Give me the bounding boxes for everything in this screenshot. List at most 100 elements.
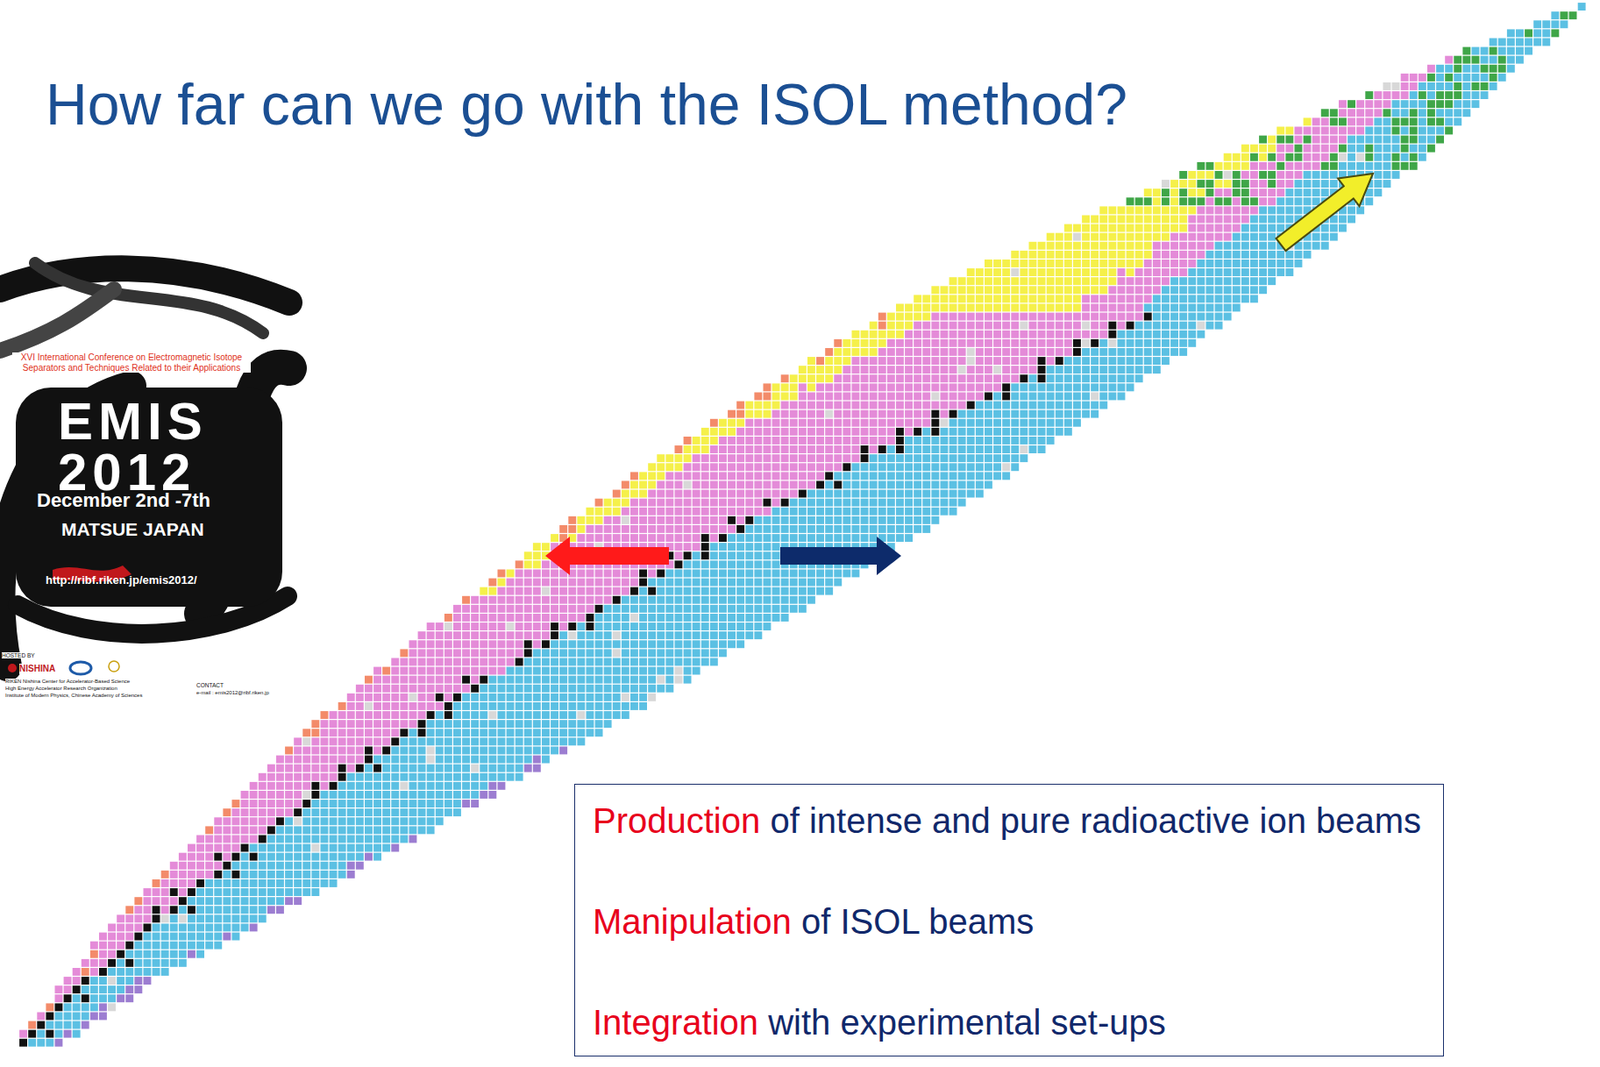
nuclide-cell <box>409 684 418 693</box>
nuclide-cell <box>621 481 630 490</box>
nuclide-cell <box>958 462 967 471</box>
nuclide-cell <box>364 799 373 808</box>
nuclide-cell <box>772 604 781 613</box>
nuclide-cell <box>842 471 851 480</box>
nuclide-cell <box>364 835 373 844</box>
nuclide-cell <box>869 533 878 542</box>
nuclide-cell <box>453 782 462 790</box>
nuclide-cell <box>497 728 506 737</box>
nuclide-cell <box>604 640 612 648</box>
nuclide-cell <box>647 658 656 667</box>
nuclide-cell <box>595 640 604 648</box>
nuclide-cell <box>347 870 356 879</box>
nuclide-cell <box>807 596 816 605</box>
nuclide-cell <box>683 613 692 622</box>
nuclide-cell <box>134 967 143 976</box>
nuclide-cell <box>541 578 550 587</box>
nuclide-cell <box>665 596 674 605</box>
nuclide-cell <box>745 525 754 534</box>
nuclide-cell <box>639 684 648 693</box>
nuclide-cell <box>125 950 134 959</box>
nuclide-cell <box>435 755 444 764</box>
nuclide-cell <box>559 684 568 693</box>
nuclide-cell <box>789 454 798 463</box>
nuclide-cell <box>205 941 214 950</box>
nuclide-cell <box>718 569 727 578</box>
nuclide-cell <box>453 728 462 737</box>
nuclide-cell <box>426 622 435 631</box>
nuclide-cell <box>824 436 833 445</box>
nuclide-cell <box>161 932 170 941</box>
nuclide-cell <box>435 737 444 746</box>
nuclide-cell <box>178 959 187 968</box>
nuclide-cell <box>586 533 595 542</box>
nuclide-cell <box>975 445 984 454</box>
nuclide-cell <box>665 516 674 525</box>
nuclide-cell <box>940 490 949 498</box>
nuclide-cell <box>170 888 178 896</box>
nuclide-cell <box>789 471 798 480</box>
nuclide-cell <box>399 702 408 711</box>
nuclide-cell <box>134 924 143 932</box>
nuclide-cell <box>772 551 781 560</box>
nuclide-cell <box>338 764 347 773</box>
nuclide-cell <box>55 1030 64 1039</box>
nuclide-cell <box>745 445 754 454</box>
nuclide-cell <box>763 525 772 534</box>
nuclide-cell <box>409 719 418 728</box>
nuclide-cell <box>470 648 479 657</box>
nuclide-cell <box>267 861 276 870</box>
nuclide-cell <box>347 773 356 782</box>
nuclide-cell <box>604 648 612 657</box>
nuclide-cell <box>630 569 639 578</box>
nuclide-cell <box>258 853 267 861</box>
nuclide-cell <box>418 675 427 684</box>
nuclide-cell <box>497 782 506 790</box>
nuclide-cell <box>524 711 533 719</box>
nuclide-cell <box>435 702 444 711</box>
nuclide-cell <box>409 808 418 817</box>
nuclide-cell <box>701 631 710 640</box>
nuclide-cell <box>842 436 851 445</box>
nuclide-cell <box>143 959 152 968</box>
nuclide-cell <box>205 879 214 888</box>
nuclide-cell <box>612 684 621 693</box>
nuclide-cell <box>824 587 833 596</box>
nuclide-cell <box>586 640 595 648</box>
nuclide-cell <box>45 1012 54 1021</box>
nuclide-cell <box>276 879 285 888</box>
nuclide-cell <box>488 782 497 790</box>
nuclide-cell <box>931 490 939 498</box>
nuclide-cell <box>860 525 869 534</box>
nuclide-cell <box>232 870 241 879</box>
nuclide-cell <box>506 569 515 578</box>
nuclide-cell <box>161 870 170 879</box>
nuclide-cell <box>595 587 604 596</box>
nuclide-cell <box>541 719 550 728</box>
nuclide-cell <box>975 481 984 490</box>
nuclide-cell <box>745 596 754 605</box>
nuclide-cell <box>701 498 710 507</box>
nuclide-cell <box>99 994 107 1003</box>
nuclide-cell <box>249 835 258 844</box>
nuclide-cell <box>382 773 391 782</box>
nuclide-cell <box>134 905 143 914</box>
nuclide-cell <box>364 782 373 790</box>
nuclide-cell <box>462 702 470 711</box>
nuclide-cell <box>170 914 178 923</box>
nuclide-cell <box>736 569 745 578</box>
nuclide-cell <box>604 675 612 684</box>
nuclide-cell <box>418 648 427 657</box>
nuclide-cell <box>45 1021 54 1030</box>
nuclide-cell <box>701 542 710 551</box>
nuclide-cell <box>267 782 276 790</box>
nuclide-cell <box>418 764 427 773</box>
nuclide-cell <box>710 613 719 622</box>
nuclide-cell <box>807 481 816 490</box>
nuclide-cell <box>418 817 427 825</box>
nuclide-cell <box>373 719 382 728</box>
nuclide-cell <box>940 471 949 480</box>
nuclide-cell <box>763 551 772 560</box>
nuclide-cell <box>134 932 143 941</box>
nuclide-cell <box>781 578 790 587</box>
